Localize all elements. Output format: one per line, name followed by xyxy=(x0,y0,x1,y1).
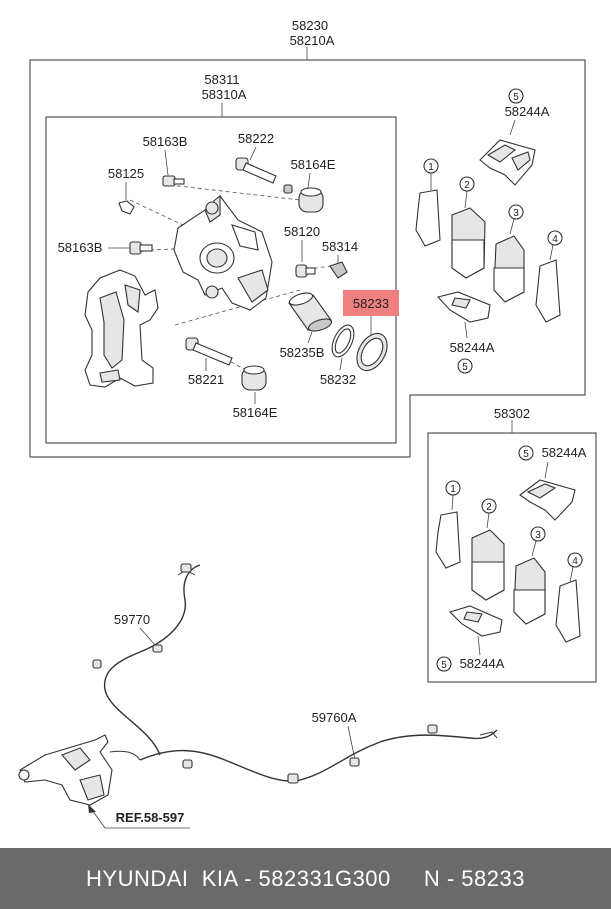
ref-arrow-icon xyxy=(88,804,96,813)
parking-lever-part xyxy=(18,734,113,806)
kit-shim-1-part xyxy=(435,511,461,569)
highlight-box xyxy=(343,290,399,316)
assembly-label-a: 58230 xyxy=(292,18,328,33)
highlight-label: 58233 xyxy=(353,296,389,311)
bleeder-label: 58120 xyxy=(284,224,320,239)
kit-callout-2-number: 2 xyxy=(486,502,492,513)
cap-label: 58314 xyxy=(322,239,358,254)
kit-pad-3-part xyxy=(513,557,546,625)
clip-top-part xyxy=(479,139,536,186)
cable-b-label: 59760A xyxy=(312,710,357,725)
footer-text: HYUNDAI KIA - 582331G300 N - 58233 xyxy=(86,865,525,891)
kit-callout-3-circle xyxy=(530,526,546,542)
pin-guide-top-part xyxy=(235,157,277,184)
shim-4-part xyxy=(535,259,561,323)
bolt-left-part xyxy=(129,241,153,255)
callout-2-number: 2 xyxy=(464,180,470,191)
kit-clip-top-label: 58244A xyxy=(542,445,587,460)
caliper-label-a: 58311 xyxy=(204,72,239,87)
ref-label: REF.58-597 xyxy=(116,810,185,825)
footer-bar: HYUNDAI KIA - 582331G300 N - 58233 xyxy=(0,848,611,909)
kit-callout-5b-circle xyxy=(436,656,452,672)
cable-a-part xyxy=(92,563,201,756)
pad-2-part xyxy=(451,207,486,279)
kit-callout-4-number: 4 xyxy=(572,556,578,567)
kit-callout-5-number: 5 xyxy=(523,449,529,460)
bleeder-part xyxy=(295,264,316,278)
bleeder-plug-label: 58125 xyxy=(108,166,144,181)
piston-label: 58235B xyxy=(280,345,325,360)
carrier-bracket-part xyxy=(84,269,159,388)
callout-4-circle xyxy=(547,230,563,246)
caliper-frame xyxy=(45,116,397,444)
kit-clip-bottom-part xyxy=(448,605,503,637)
kit-callout-1-number: 1 xyxy=(450,484,456,495)
callout-3-number: 3 xyxy=(513,208,519,219)
kit-callout-4-circle xyxy=(567,552,583,568)
cable-a-label: 59770 xyxy=(114,612,150,627)
clip-top-label: 58244A xyxy=(505,104,550,119)
piston-part xyxy=(288,292,333,332)
pad-kit-label: 58302 xyxy=(494,406,530,421)
boot-top-label: 58164E xyxy=(291,157,336,172)
seal-label: 58232 xyxy=(320,372,356,387)
clip-bottom-part xyxy=(436,291,491,323)
callout-1-number: 1 xyxy=(428,162,434,173)
pin-guide-top-label: 58222 xyxy=(238,131,274,146)
kit-pad-2-part xyxy=(471,529,505,601)
bolt-left-label: 58163B xyxy=(58,240,103,255)
kit-clip-bottom-label: 58244A xyxy=(460,656,505,671)
caliper-housing-part xyxy=(173,194,273,311)
boot-top-part xyxy=(283,184,324,213)
kit-callout-5-circle xyxy=(518,445,534,461)
kit-shim-4-part xyxy=(555,579,581,643)
shim-1-part xyxy=(415,189,441,247)
pin-guide-bottom-label: 58221 xyxy=(188,372,224,387)
seal-part xyxy=(331,324,355,358)
kit-callout-3-number: 3 xyxy=(535,530,541,541)
boot-bottom-label: 58164E xyxy=(233,405,278,420)
boot-bottom-part xyxy=(241,365,267,391)
pin-guide-bottom-part xyxy=(185,337,233,366)
callout-5b-number: 5 xyxy=(462,362,468,373)
callout-4-number: 4 xyxy=(552,234,558,245)
cable-b-part xyxy=(109,724,498,784)
assembly-label-b: 58210A xyxy=(290,33,335,48)
piston-boot-part xyxy=(356,332,388,372)
callout-5b-circle xyxy=(457,358,473,374)
clip-bottom-label: 58244A xyxy=(450,340,495,355)
callout-5-circle xyxy=(508,88,524,104)
kit-clip-top-part xyxy=(519,479,576,521)
kit-callout-5b-number: 5 xyxy=(441,660,447,671)
pad-3-part xyxy=(493,235,525,303)
bleeder-plug-part xyxy=(118,200,135,215)
parts-diagram: 58230 58210A 58311 58310A 58163B 58222 5… xyxy=(18,18,597,829)
callout-5-number: 5 xyxy=(513,92,519,103)
caliper-label-b: 58310A xyxy=(202,87,247,102)
bolt-top-part xyxy=(162,175,185,187)
bolt-top-label: 58163B xyxy=(143,134,188,149)
callout-3-circle xyxy=(508,204,524,220)
cap-part xyxy=(329,261,348,279)
assembly-frame xyxy=(29,59,586,458)
